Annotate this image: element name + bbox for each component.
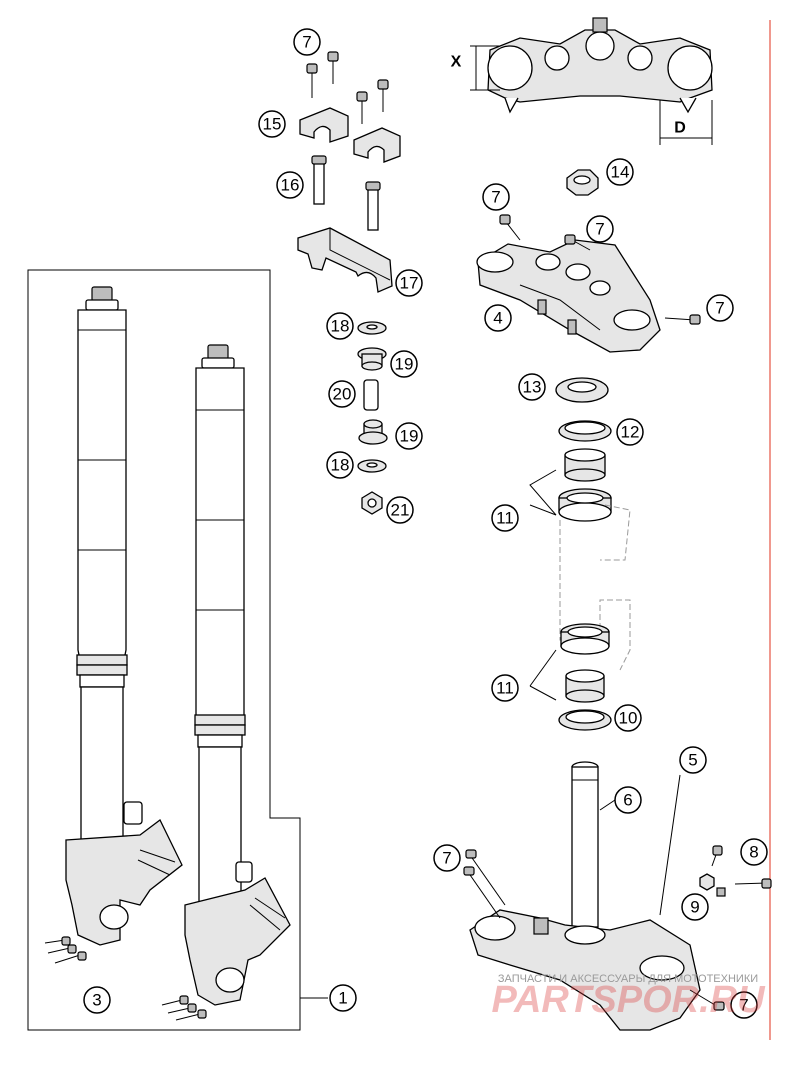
- clamp-bolts-5: [463, 849, 725, 1011]
- svg-text:14: 14: [611, 163, 630, 182]
- axle-bolts-right: [161, 995, 207, 1021]
- bearing-race-11-upper: [558, 488, 612, 522]
- svg-text:7: 7: [595, 220, 604, 239]
- svg-text:13: 13: [523, 378, 542, 397]
- dimension-d-label: D: [674, 120, 686, 137]
- dimension-x-label: X: [451, 54, 462, 71]
- callout-20: 20: [328, 380, 356, 408]
- handlebar-clamp-lower: [297, 227, 393, 293]
- callout-7b: 7: [482, 183, 510, 211]
- svg-text:3: 3: [92, 991, 101, 1010]
- callout-14: 14: [606, 158, 634, 186]
- svg-text:4: 4: [493, 309, 502, 328]
- svg-text:12: 12: [621, 423, 640, 442]
- leader-lines: [300, 469, 681, 999]
- callout-18b: 18: [326, 451, 354, 479]
- callout-8: 8: [740, 838, 768, 866]
- bushing-19-lower: [358, 419, 388, 445]
- svg-text:5: 5: [688, 751, 697, 770]
- watermark-brand: PARTSPOR.RU: [491, 979, 766, 1021]
- watermark-tagline: ЗАПЧАСТИ И АКСЕССУАРЫ ДЛЯ МОТОТЕХНИКИ: [498, 973, 758, 985]
- svg-text:17: 17: [400, 274, 419, 293]
- small-fasteners-8-9: [699, 845, 772, 897]
- callout-11b: 11: [491, 674, 519, 702]
- clamp-bolts-4: [499, 214, 701, 325]
- callout-17: 17: [395, 269, 423, 297]
- top-triple-clamp: [476, 239, 661, 353]
- svg-text:16: 16: [281, 176, 300, 195]
- bushing-19-upper: [357, 347, 387, 371]
- svg-text:7: 7: [715, 299, 724, 318]
- clamp-bolts-7: [306, 51, 389, 124]
- svg-text:11: 11: [496, 679, 514, 698]
- axle-bolts-left: [44, 936, 87, 964]
- callout-7f: 7: [730, 991, 758, 1019]
- svg-text:8: 8: [749, 843, 758, 862]
- callout-9: 9: [681, 893, 709, 921]
- svg-text:19: 19: [395, 355, 414, 374]
- callout-1: 1: [329, 984, 357, 1012]
- washer-18-upper: [357, 321, 387, 335]
- callout-5: 5: [679, 746, 707, 774]
- dust-cover-13: [555, 377, 609, 403]
- svg-text:7: 7: [491, 188, 500, 207]
- callout-7a: 7: [293, 28, 321, 56]
- svg-text:21: 21: [391, 501, 410, 520]
- svg-text:6: 6: [623, 791, 632, 810]
- callout-21: 21: [386, 496, 414, 524]
- svg-text:15: 15: [263, 115, 282, 134]
- washer-18-lower: [357, 459, 387, 473]
- nut-21: [361, 491, 383, 515]
- svg-text:7: 7: [302, 33, 311, 52]
- svg-text:1: 1: [338, 989, 347, 1008]
- svg-text:19: 19: [400, 427, 419, 446]
- callout-4: 4: [484, 304, 512, 332]
- bearing-11-upper: [564, 448, 606, 482]
- callout-18a: 18: [326, 312, 354, 340]
- callout-3: 3: [83, 986, 111, 1014]
- callout-7c: 7: [586, 215, 614, 243]
- callout-13: 13: [518, 373, 546, 401]
- callout-19a: 19: [390, 350, 418, 378]
- handlebar-clamp-upper: [299, 107, 401, 163]
- callout-15: 15: [258, 110, 286, 138]
- svg-text:18: 18: [331, 456, 350, 475]
- callout-10: 10: [614, 704, 642, 732]
- svg-text:11: 11: [496, 509, 514, 528]
- fork-leg-left: [65, 286, 183, 946]
- fork-leg-right: [184, 344, 291, 1006]
- svg-text:20: 20: [333, 385, 352, 404]
- triple-clamp-dimension-view: [470, 17, 713, 145]
- callout-12: 12: [616, 418, 644, 446]
- steering-head-ghost: [559, 504, 631, 671]
- callout-19b: 19: [395, 422, 423, 450]
- seal-10: [558, 709, 612, 731]
- lower-triple-clamp: [469, 909, 701, 1031]
- callout-16: 16: [276, 171, 304, 199]
- bearing-race-11-lower: [560, 623, 610, 655]
- svg-text:10: 10: [619, 709, 638, 728]
- seal-12: [558, 420, 612, 442]
- callout-7d: 7: [706, 294, 734, 322]
- clamp-bolts-16: [311, 155, 381, 231]
- callout-11a: 11: [491, 504, 519, 532]
- svg-text:9: 9: [690, 898, 699, 917]
- svg-text:7: 7: [442, 849, 451, 868]
- steering-stem: [571, 761, 599, 928]
- bearing-11-lower: [565, 669, 605, 703]
- svg-text:7: 7: [739, 996, 748, 1015]
- fork-assembly-frame: [27, 269, 301, 1031]
- stem-nut-14: [566, 169, 599, 196]
- callout-6: 6: [614, 786, 642, 814]
- spacer-sleeve-20: [363, 379, 379, 411]
- callout-7e: 7: [433, 844, 461, 872]
- svg-text:18: 18: [331, 317, 350, 336]
